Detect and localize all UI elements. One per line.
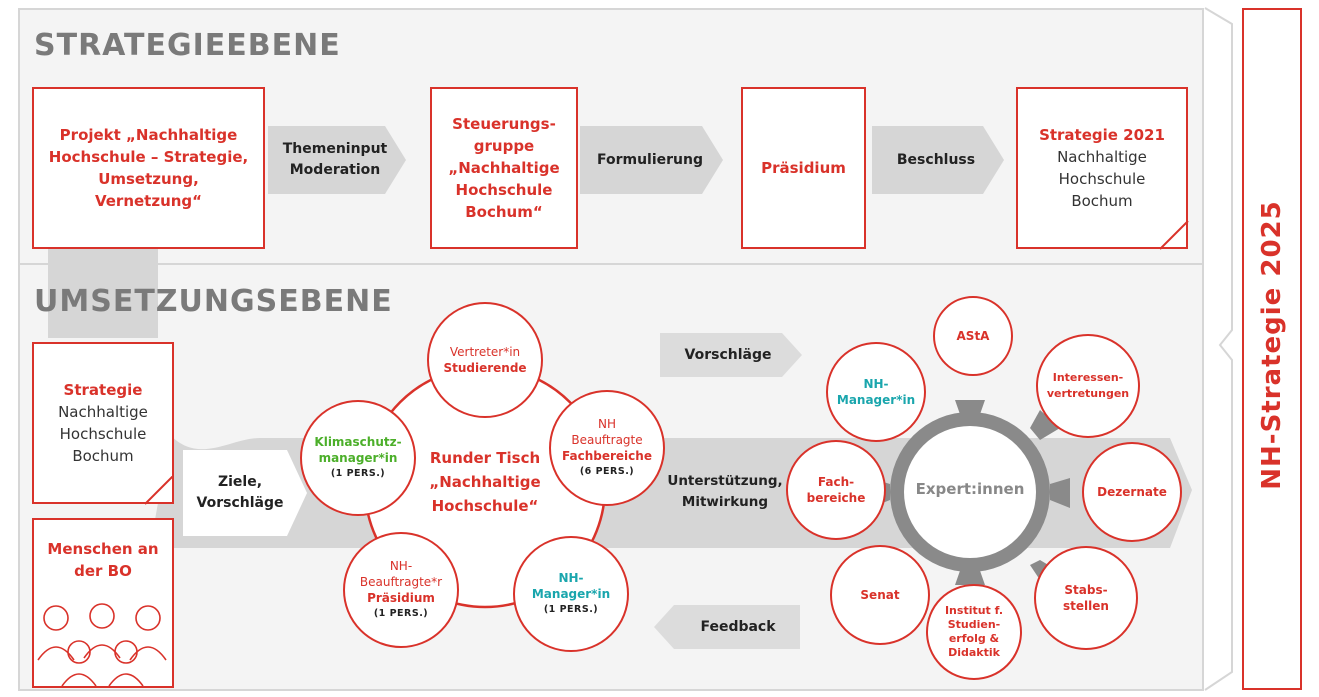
expert-interest-groups: Interessen-vertretungen <box>1036 334 1140 438</box>
strategy-level-title: STRATEGIEEBENE <box>34 28 341 63</box>
strategy-document: Strategie Nachhaltige Hochschule Bochum <box>32 342 174 504</box>
arrow-support: Unterstützung, Mitwirkung <box>667 473 783 510</box>
nh-presidium-count: (1 PERS.) <box>373 608 429 619</box>
arrow-formulation: Formulierung <box>596 151 704 168</box>
people-icon <box>37 603 167 686</box>
strategy-2021-text: Nachhaltige Hochschule Bochum <box>1057 148 1147 210</box>
student-rep-group: Studierende <box>443 361 527 375</box>
expert-departments: Dezernate <box>1082 442 1182 542</box>
climate-manager-count: (1 PERS.) <box>330 468 386 479</box>
nh-manager-label: NH-Manager*in <box>531 571 611 601</box>
strategy-doc-title: Strategie <box>63 381 143 399</box>
circle-student-rep: Vertreter*in Studierende <box>427 302 543 418</box>
climate-manager-label: Klimaschutz-manager*in <box>314 435 402 465</box>
expert-staff-units: Stabs-stellen <box>1034 546 1138 650</box>
strategy-2021-title: Strategie 2021 <box>1039 126 1165 144</box>
arrow-topic-input: Themeninput Moderation <box>282 141 388 178</box>
nh-faculties-count: (6 PERS.) <box>579 466 635 477</box>
expert-faculties-label: Fach-bereiche <box>806 475 866 505</box>
expert-asta-label: AStA <box>956 329 990 343</box>
expert-institute: Institut f. Studien-erfolg & Didaktik <box>926 584 1022 680</box>
arrow-goals: Ziele, Vorschläge <box>196 474 284 511</box>
steering-group-box: Steuerungs-gruppe „Nachhaltige Hochschul… <box>430 87 578 249</box>
nh-faculties-group: Fachbereiche <box>562 449 652 463</box>
sidebar-frame <box>1242 8 1302 690</box>
expert-staff-label: Stabs-stellen <box>1063 583 1109 613</box>
nh-presidium-group: Präsidium <box>367 591 435 605</box>
experts-center: Expert:innen <box>915 480 1025 498</box>
doc-fold-icon <box>145 476 174 505</box>
nh-manager-count: (1 PERS.) <box>543 604 599 615</box>
people-box: Menschen an der BO <box>32 518 174 688</box>
expert-interest-label: Interessen-vertretungen <box>1046 371 1130 400</box>
expert-faculties: Fach-bereiche <box>786 440 886 540</box>
expert-institute-label: Institut f. Studien-erfolg & Didaktik <box>944 604 1004 659</box>
arrow-feedback: Feedback <box>700 618 776 635</box>
arrow-decision: Beschluss <box>896 151 976 168</box>
student-rep-label: Vertreter*in <box>449 345 521 359</box>
project-box: Projekt „Nachhaltige Hochschule – Strate… <box>32 87 265 249</box>
page-fold-icon <box>1160 221 1189 250</box>
presidium-box: Präsidium <box>741 87 866 249</box>
expert-asta: AStA <box>933 296 1013 376</box>
circle-nh-faculties: NH Beauftragte Fachbereiche (6 PERS.) <box>549 390 665 506</box>
expert-senate-label: Senat <box>860 588 900 602</box>
round-table-title: Runder Tisch „Nachhaltige Hochschule“ <box>429 449 541 515</box>
strategy-doc-text: Nachhaltige Hochschule Bochum <box>58 403 148 465</box>
arrow-proposals: Vorschläge <box>684 346 772 363</box>
circle-climate-manager: Klimaschutz-manager*in (1 PERS.) <box>300 400 416 516</box>
sidebar-label: NH-Strategie 2025 <box>1257 200 1287 490</box>
expert-nh-manager: NH-Manager*in <box>826 342 926 442</box>
expert-senate: Senat <box>830 545 930 645</box>
expert-nh-manager-label: NH-Manager*in <box>836 377 916 407</box>
strategy-2021-document: Strategie 2021 Nachhaltige Hochschule Bo… <box>1016 87 1188 249</box>
people-label: Menschen an der BO <box>47 540 159 580</box>
circle-nh-presidium: NH-Beauftragte*r Präsidium (1 PERS.) <box>343 532 459 648</box>
nh-presidium-label: NH-Beauftragte*r <box>359 559 443 589</box>
nh-faculties-label: NH Beauftragte <box>571 417 643 447</box>
expert-departments-label: Dezernate <box>1097 485 1167 499</box>
circle-nh-manager: NH-Manager*in (1 PERS.) <box>513 536 629 652</box>
implementation-level-title: UMSETZUNGSEBENE <box>34 284 393 319</box>
